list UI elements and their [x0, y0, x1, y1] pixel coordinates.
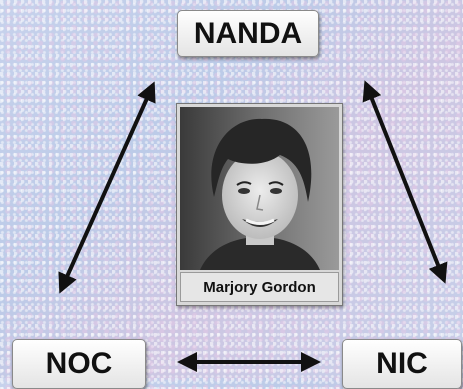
- portrait-photo: [180, 107, 339, 270]
- noc-box: NOC: [12, 339, 146, 389]
- arrow-nanda-nic: [362, 80, 448, 284]
- nic-box: NIC: [342, 339, 462, 389]
- portrait-caption: Marjory Gordon: [180, 272, 339, 302]
- arrows-layer: [58, 80, 448, 372]
- noc-label: NOC: [45, 347, 113, 380]
- nanda-label: NANDA: [193, 16, 303, 50]
- nanda-box: NANDA: [177, 10, 319, 57]
- nic-label: NIC: [376, 347, 428, 380]
- person-photo-icon: [180, 107, 339, 270]
- arrow-nanda-noc: [58, 81, 156, 294]
- portrait-card: Marjory Gordon: [176, 103, 343, 306]
